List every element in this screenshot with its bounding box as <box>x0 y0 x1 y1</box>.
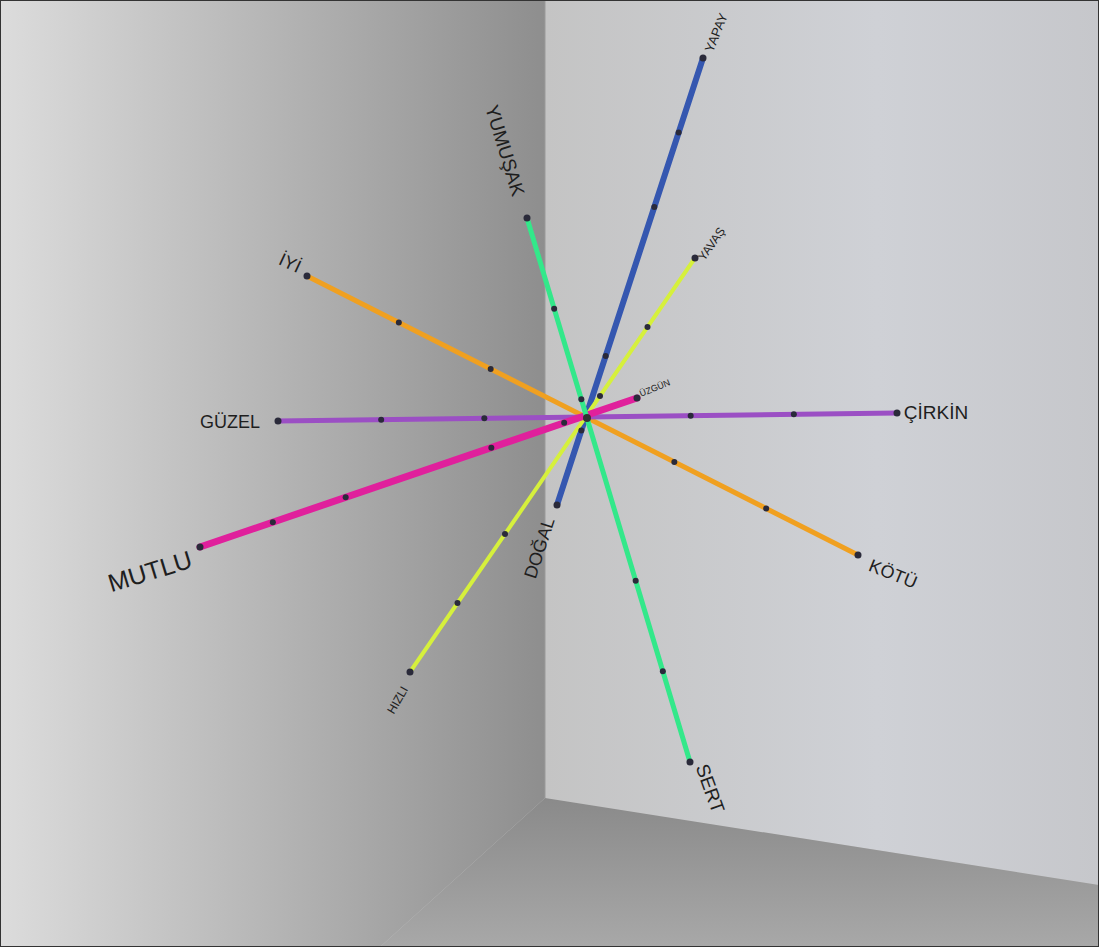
scale-pole-label: GÜZEL <box>200 413 260 431</box>
scale-tick <box>687 759 694 766</box>
scale-tick <box>197 544 204 551</box>
scale-tick <box>378 417 384 423</box>
scale-tick <box>551 306 557 312</box>
axis-line <box>200 398 637 547</box>
scale-tick <box>270 519 276 525</box>
scale-tick <box>578 396 584 402</box>
scale-tick <box>488 366 494 372</box>
axis-line <box>527 218 690 762</box>
scale-tick <box>791 411 797 417</box>
scale-tick <box>304 273 311 280</box>
axis-line <box>410 258 695 672</box>
scale-tick <box>660 668 666 674</box>
scale-tick <box>597 393 603 399</box>
scale-tick <box>481 415 487 421</box>
scale-tick <box>645 324 651 330</box>
scale-tick <box>488 445 494 451</box>
scale-tick <box>676 130 682 136</box>
scale-tick <box>407 669 414 676</box>
scale-tick <box>455 600 461 606</box>
scale-tick <box>633 578 639 584</box>
scale-tick <box>275 418 282 425</box>
axis-origin <box>583 414 591 422</box>
scale-tick <box>671 459 677 465</box>
scale-tick <box>343 494 349 500</box>
scale-tick <box>554 502 561 509</box>
scale-tick <box>688 413 694 419</box>
scale-tick <box>396 320 402 326</box>
scale-tick <box>651 204 657 210</box>
scale-tick <box>502 531 508 537</box>
scale-tick <box>603 353 609 359</box>
scale-tick <box>578 428 584 434</box>
scale-tick <box>561 420 567 426</box>
scale-tick <box>524 215 531 222</box>
scale-pole-label: ÇİRKİN <box>904 403 968 422</box>
scale-tick <box>700 55 707 62</box>
scale-tick <box>894 410 901 417</box>
scale-tick <box>634 395 641 402</box>
scale-tick <box>855 552 862 559</box>
axis-line <box>278 413 897 421</box>
scale-tick <box>763 506 769 512</box>
